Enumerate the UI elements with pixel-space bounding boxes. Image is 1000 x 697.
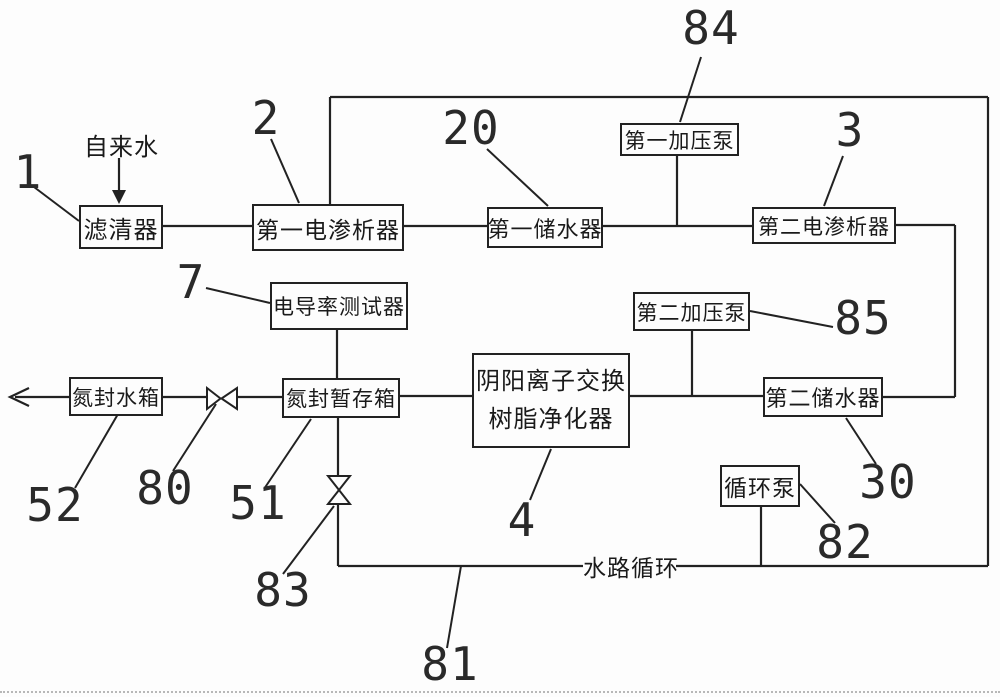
ref-1: 1: [13, 145, 43, 199]
resin-purifier-line1: 阴阳离子交换: [476, 367, 626, 396]
leader-52: [74, 413, 119, 489]
box-nitrogen-buffer-tank: 氮封暂存箱: [282, 378, 400, 418]
box-resin-purifier: 阴阳离子交换 树脂净化器: [472, 353, 630, 448]
box-nitrogen-seal-tank: 氮封水箱: [69, 377, 163, 416]
leader-lines: [33, 56, 877, 649]
ref-7: 7: [176, 255, 206, 309]
leader-51: [263, 418, 312, 490]
ref-30: 30: [859, 455, 917, 509]
ref-81: 81: [421, 637, 479, 691]
scan-page-edge: [0, 691, 1000, 693]
resin-purifier-line2: 树脂净化器: [488, 404, 614, 433]
ref-4: 4: [507, 493, 537, 547]
valve-80-icon: [206, 385, 238, 412]
leader-30: [845, 417, 877, 465]
leader-7: [205, 287, 271, 304]
box-electrodialyzer-1: 第一电渗析器: [252, 204, 404, 251]
ref-2: 2: [251, 91, 281, 145]
ref-20: 20: [442, 101, 500, 155]
ref-84: 84: [682, 1, 740, 55]
ref-52: 52: [26, 478, 84, 532]
leader-2: [270, 138, 300, 204]
box-circulation-pump: 循环泵: [720, 465, 800, 507]
pipe-lines: [15, 95, 990, 568]
box-pressure-pump-1: 第一加压泵: [620, 123, 739, 156]
leader-20: [486, 148, 549, 207]
ref-3: 3: [835, 103, 865, 157]
leader-84: [679, 56, 702, 123]
leader-81: [446, 565, 462, 649]
box-filter: 滤清器: [79, 205, 163, 249]
box-conductivity-tester: 电导率测试器: [270, 282, 408, 330]
box-water-tank-1: 第一储水器: [487, 207, 603, 248]
valve-83-icon: [325, 475, 353, 505]
leader-82: [799, 483, 836, 524]
box-water-tank-2: 第二储水器: [763, 377, 883, 417]
tap-water-label: 自来水: [84, 133, 159, 161]
box-electrodialyzer-2: 第二电渗析器: [752, 207, 896, 244]
ref-80: 80: [136, 461, 194, 515]
flow-out-arrow-icon: [7, 387, 30, 407]
leader-80: [172, 403, 217, 472]
leader-83: [282, 505, 335, 575]
ref-83: 83: [254, 563, 312, 617]
water-loop-label: 水路循环: [583, 556, 679, 582]
leader-85: [749, 310, 834, 328]
tap-water-arrow-icon: [112, 190, 126, 204]
ref-85: 85: [834, 291, 892, 345]
box-pressure-pump-2: 第二加压泵: [633, 292, 750, 331]
ref-82: 82: [816, 515, 874, 569]
leader-4: [529, 448, 552, 501]
leader-1: [33, 186, 80, 222]
leader-3: [823, 155, 844, 207]
ref-51: 51: [229, 476, 287, 530]
